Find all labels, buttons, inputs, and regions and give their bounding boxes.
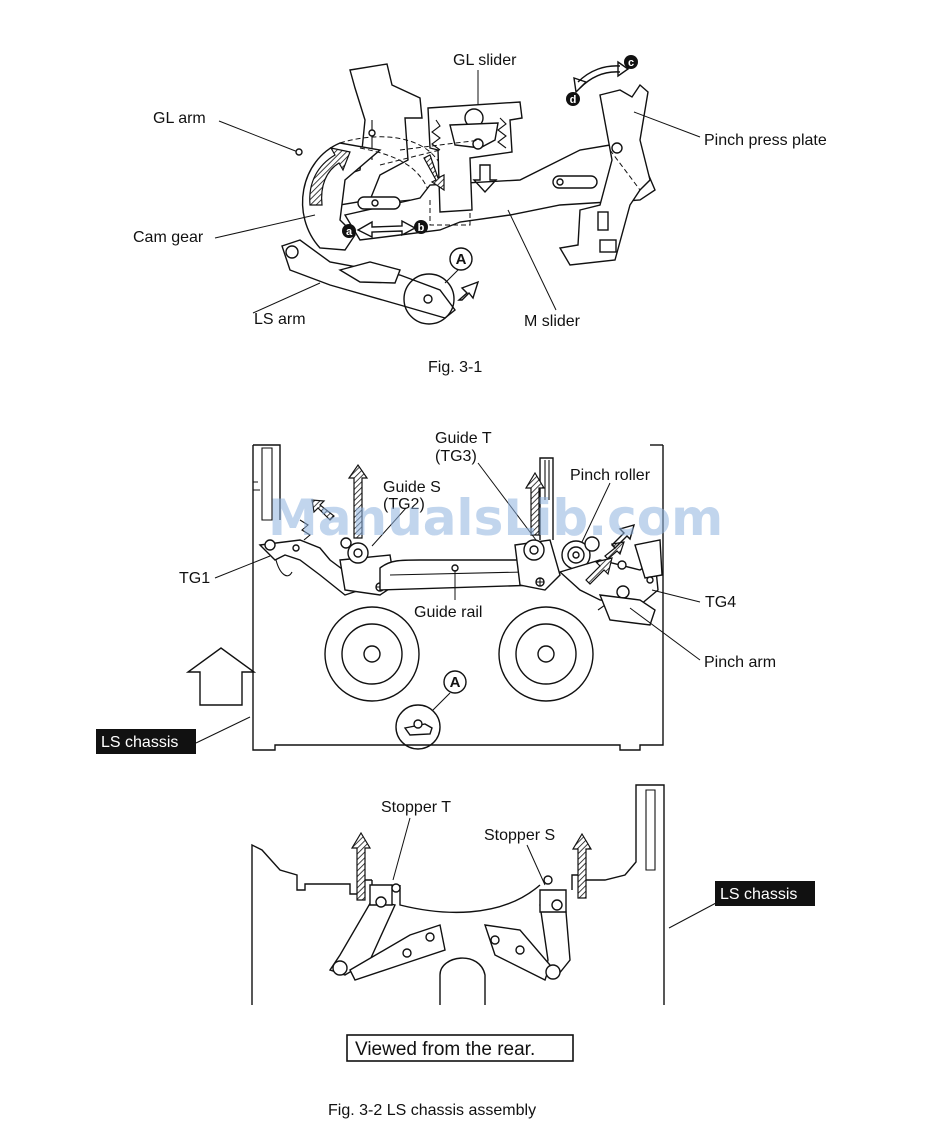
fig-3-2-top-view: A LS chassis Guide T (TG3) Guide S (TG2)…: [96, 430, 776, 754]
label-ls-chassis-1: LS chassis: [101, 734, 178, 751]
marker-a: a: [346, 226, 353, 238]
label-stopper-t: Stopper T: [381, 799, 451, 816]
label-guide-t: Guide T: [435, 430, 492, 447]
marker-A-2: A: [450, 674, 461, 691]
label-guide-t-code: (TG3): [435, 448, 477, 465]
marker-c: c: [628, 57, 634, 69]
label-tg4: TG4: [705, 594, 736, 611]
label-pinch-roller: Pinch roller: [570, 467, 651, 484]
label-gl-slider: GL slider: [453, 52, 517, 69]
marker-A-1: A: [456, 251, 467, 268]
label-tg1: TG1: [179, 570, 210, 587]
label-cam-gear: Cam gear: [133, 229, 204, 246]
label-ls-arm: LS arm: [254, 311, 306, 328]
label-viewed-from-rear: Viewed from the rear.: [355, 1039, 535, 1060]
label-pinch-arm: Pinch arm: [704, 654, 776, 671]
label-ls-chassis-2: LS chassis: [720, 886, 797, 903]
label-pinch-press-plate: Pinch press plate: [704, 132, 827, 149]
label-gl-arm: GL arm: [153, 110, 206, 127]
label-stopper-s: Stopper S: [484, 827, 555, 844]
caption-fig-3-2: Fig. 3-2 LS chassis assembly: [328, 1102, 536, 1119]
label-guide-rail: Guide rail: [414, 604, 482, 621]
label-m-slider: M slider: [524, 313, 581, 330]
watermark: ManualsLib.com: [268, 489, 723, 547]
fig-3-1-mechanism: A a b c d GL slider GL arm Pinch press p…: [133, 52, 827, 376]
caption-fig-3-1: Fig. 3-1: [428, 359, 482, 376]
fig-3-2-rear-view: Stopper T Stopper S LS chassis Viewed fr…: [252, 785, 815, 1119]
marker-d: d: [570, 94, 577, 106]
marker-b: b: [418, 222, 425, 234]
